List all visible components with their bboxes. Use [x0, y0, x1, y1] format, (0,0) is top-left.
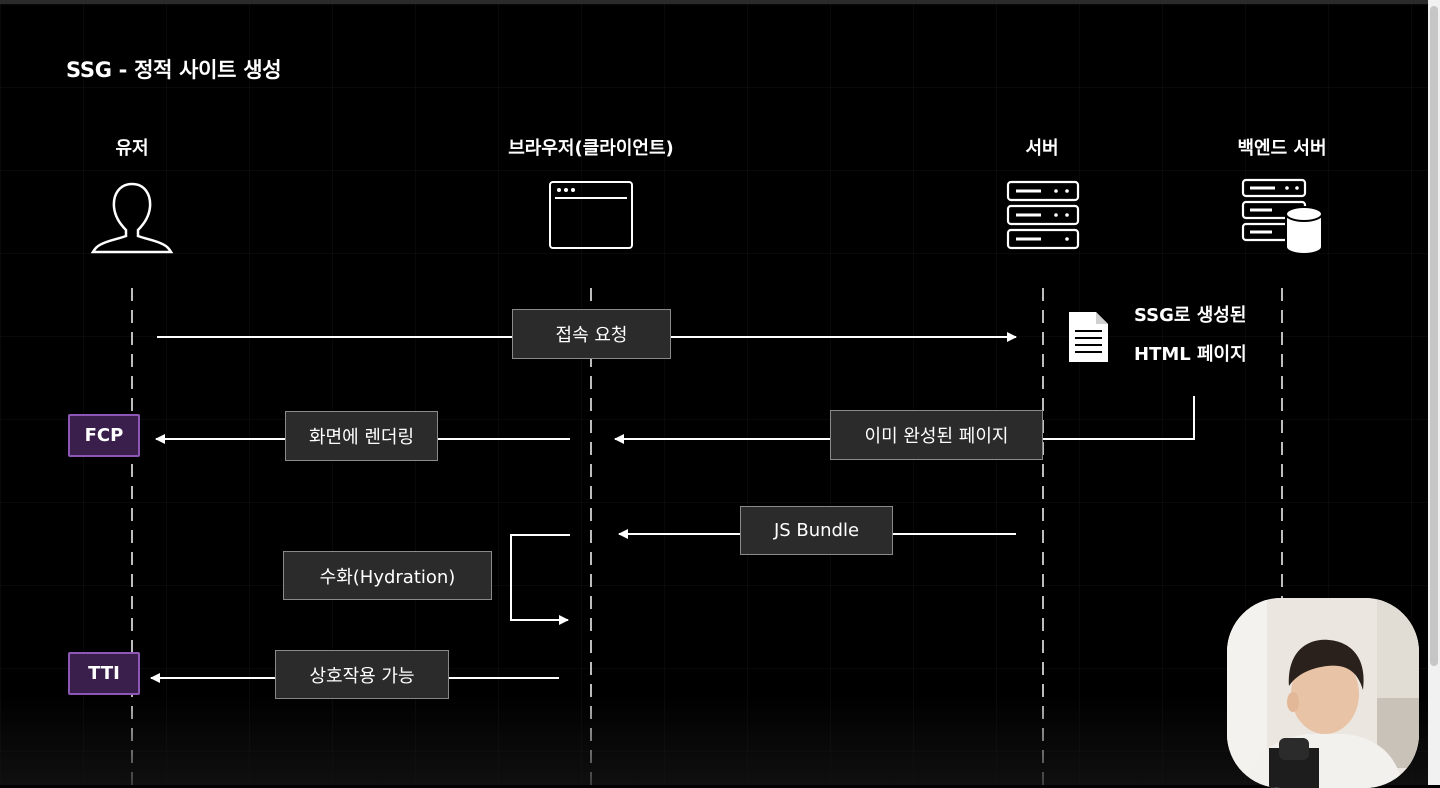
document-icon: [1069, 312, 1108, 362]
message-js-bundle: JS Bundle: [740, 506, 893, 555]
scrollbar-thumb[interactable]: [1430, 6, 1438, 666]
presenter-webcam: [1227, 598, 1419, 788]
presenter-avatar: [1227, 598, 1419, 788]
message-hydration: 수화(Hydration): [283, 551, 492, 600]
actor-label-backend: 백엔드 서버: [1237, 138, 1327, 159]
metric-badge-tti: TTI: [68, 652, 140, 695]
arrow-prebuilt-page-return: [1042, 396, 1195, 440]
actor-label-server: 서버: [1025, 138, 1059, 159]
server-database-icon: [1241, 178, 1323, 255]
sequence-diagram: [90, 178, 1323, 785]
slide-stage: SSG - 정적 사이트 생성 유저 브라우저(클라이언트) 서버 백엔드 서버: [0, 4, 1428, 785]
message-connect-request: 접속 요청: [512, 309, 671, 359]
slide-title: SSG - 정적 사이트 생성: [66, 58, 282, 82]
actor-label-user: 유저: [115, 138, 149, 159]
message-render-screen: 화면에 렌더링: [285, 411, 438, 461]
window-top-bar: [0, 0, 1428, 4]
arrow-hydration-loop: [510, 534, 570, 625]
server-rack-icon: [1006, 180, 1080, 250]
vertical-scrollbar[interactable]: [1428, 0, 1440, 785]
actor-label-browser: 브라우저(클라이언트): [508, 138, 674, 159]
background-grid: [0, 4, 1428, 785]
document-label-line1: SSG로 생성된: [1134, 305, 1247, 326]
user-icon: [90, 182, 174, 254]
metric-badge-fcp: FCP: [68, 414, 140, 457]
bottom-gradient: [0, 694, 1428, 785]
message-prebuilt-page: 이미 완성된 페이지: [830, 410, 1043, 460]
message-interactive: 상호작용 가능: [275, 650, 449, 699]
document-label-line2: HTML 페이지: [1134, 344, 1247, 365]
browser-window-icon: [549, 181, 633, 249]
